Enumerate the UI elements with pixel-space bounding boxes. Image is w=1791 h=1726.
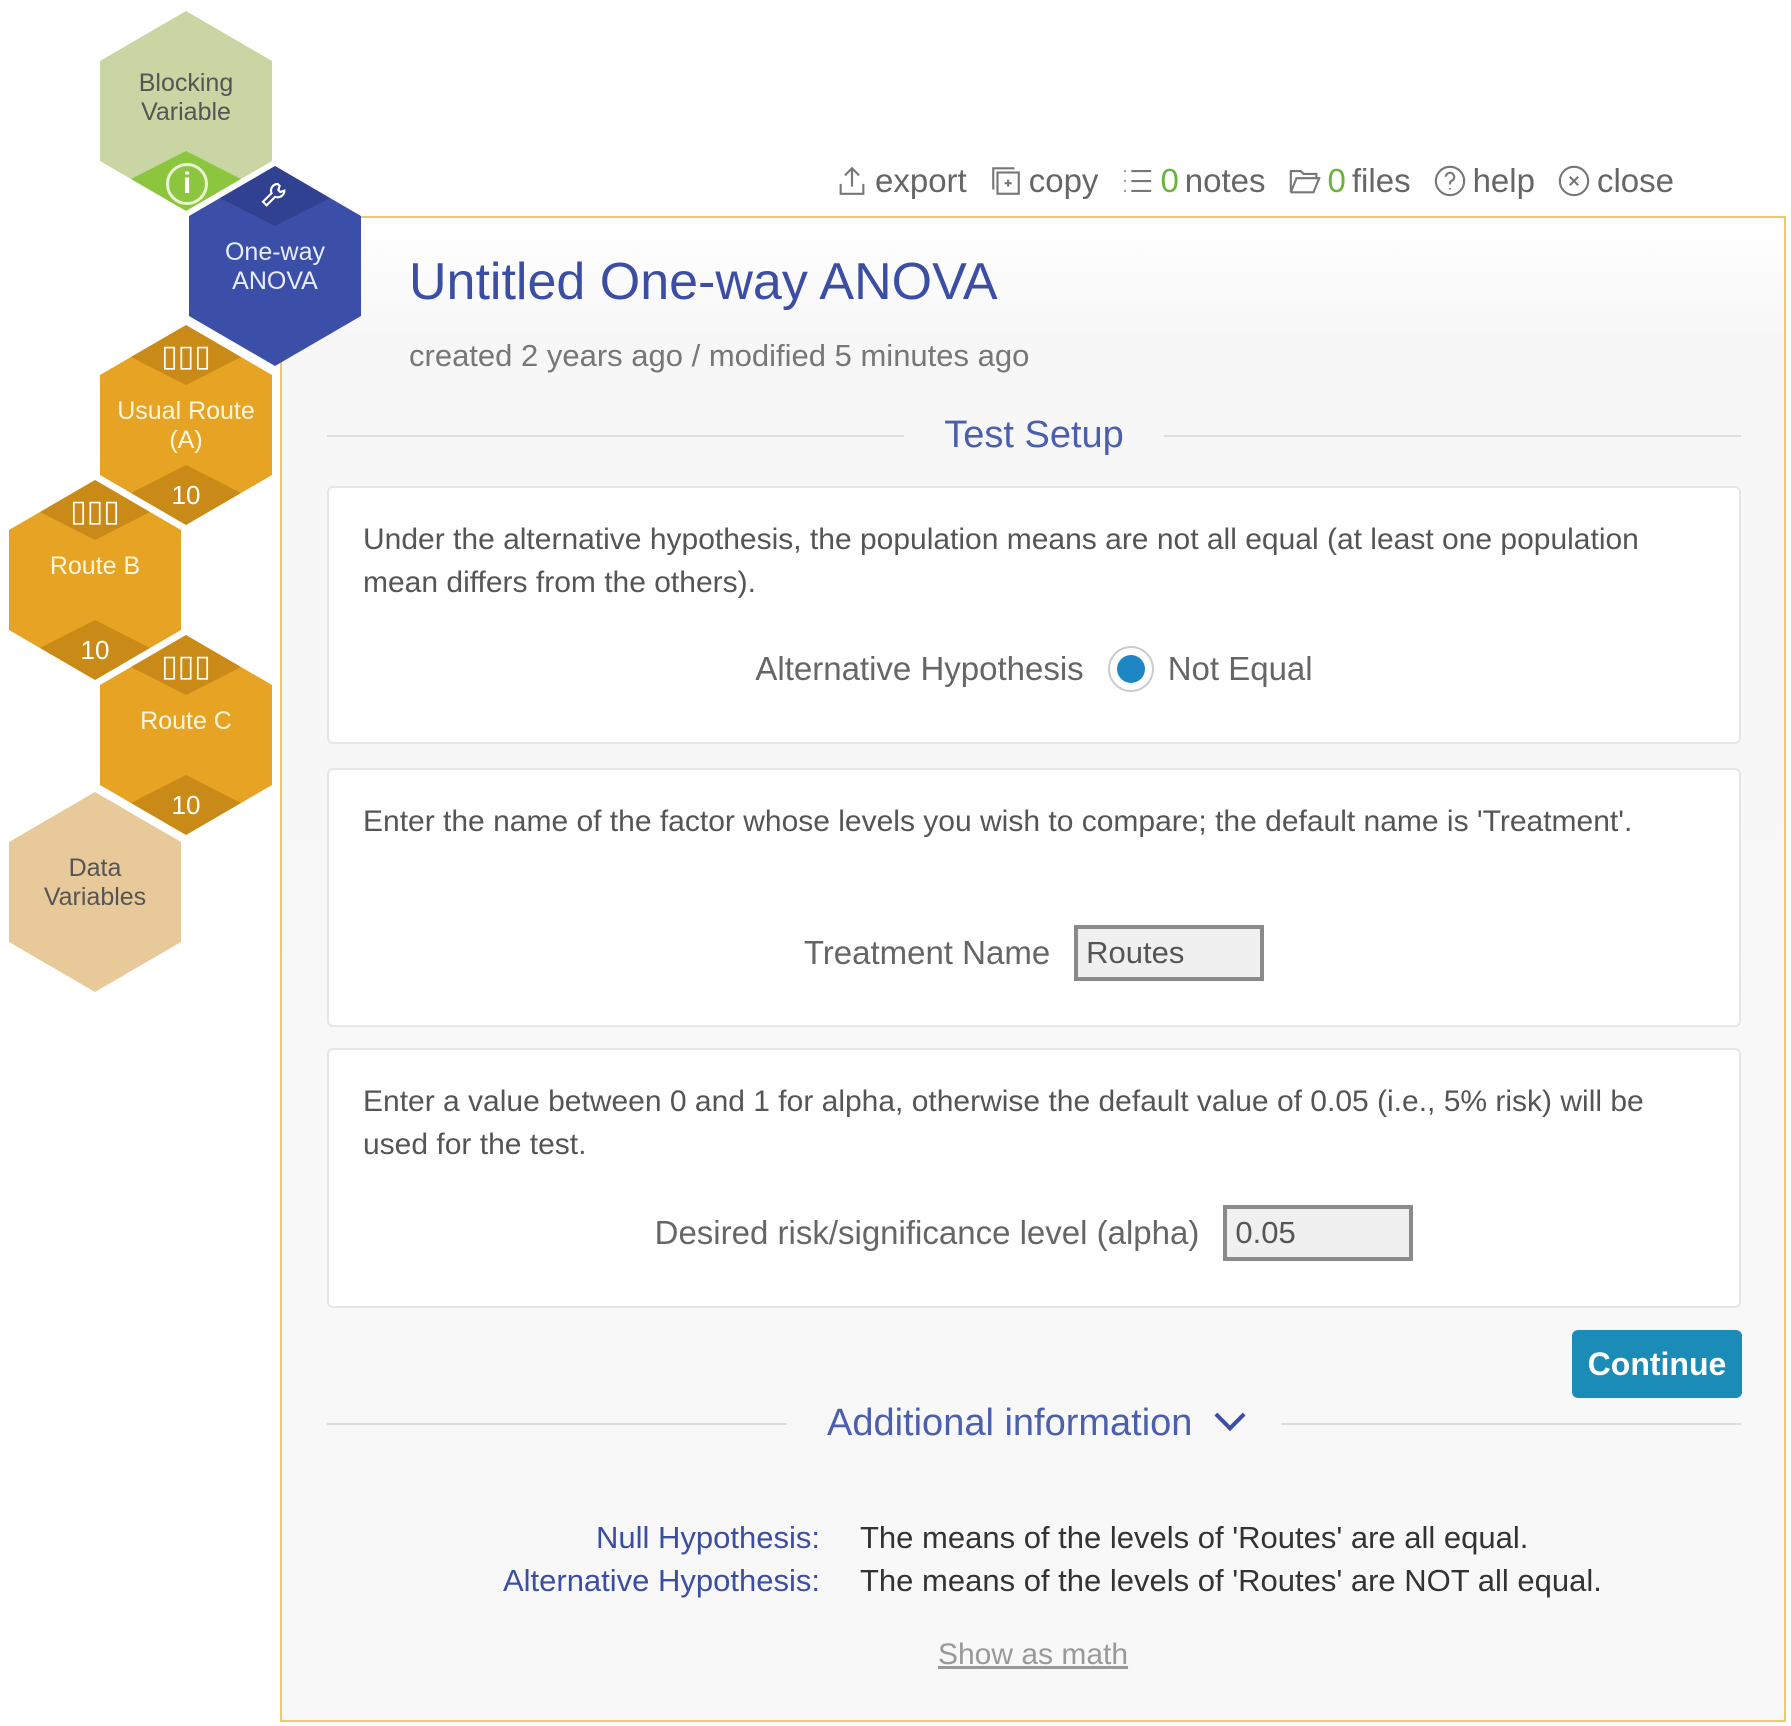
alternative-hypothesis-label: Alternative Hypothesis: (502, 1563, 820, 1598)
not-equal-label[interactable]: Not Equal (1167, 650, 1313, 687)
test-setup-heading: Test Setup (327, 414, 1741, 457)
treatment-name-label: Treatment Name (803, 934, 1051, 971)
close-icon (1558, 165, 1590, 197)
help-button[interactable]: help (1433, 162, 1535, 200)
copy-icon (991, 167, 1020, 195)
info-icon[interactable]: i (166, 163, 208, 205)
nav-usual-route-a[interactable]: ▯▯▯ Usual Route(A) 10 (100, 325, 272, 525)
alternative-hypothesis-label: Alternative Hypothesis (755, 650, 1084, 687)
label: Data (68, 854, 122, 882)
additional-info-toggle[interactable]: Additional information (327, 1399, 1741, 1445)
alpha-input[interactable] (1223, 1205, 1414, 1261)
page-title: Untitled One-way ANOVA (409, 253, 998, 311)
description: Enter the name of the factor whose level… (363, 805, 1633, 838)
page-meta: created 2 years ago / modified 5 minutes… (409, 338, 1030, 373)
show-as-math-link[interactable]: Show as math (937, 1638, 1129, 1671)
treatment-name-box: Enter the name of the factor whose level… (327, 768, 1741, 1027)
help-icon (1434, 165, 1465, 197)
heading-text: Additional information (827, 1402, 1193, 1444)
nav-route-c[interactable]: ▯▯▯ Route C 10 (100, 635, 272, 835)
treatment-name-input[interactable] (1074, 925, 1265, 981)
chevron-down-icon (1214, 1399, 1246, 1432)
heading-text: Test Setup (944, 414, 1124, 456)
label: ANOVA (232, 267, 318, 295)
nav-route-b[interactable]: ▯▯▯ Route B 10 (9, 480, 181, 680)
alpha-label: Desired risk/significance level (alpha) (654, 1214, 1200, 1251)
label: close (1596, 162, 1675, 199)
label: files (1351, 162, 1411, 199)
label: export (875, 162, 967, 199)
list-icon (1124, 170, 1152, 192)
export-icon (839, 166, 865, 195)
label: Usual Route (117, 397, 255, 425)
label: Route B (49, 552, 141, 580)
folder-icon (1289, 170, 1321, 194)
label: Route C (140, 707, 232, 735)
label: help (1472, 162, 1535, 199)
copy-button[interactable]: copy (989, 162, 1099, 200)
files-count: 0 (1327, 162, 1346, 199)
null-hypothesis-label: Null Hypothesis: (596, 1520, 820, 1555)
notes-count: 0 (1160, 162, 1179, 199)
alpha-box: Enter a value between 0 and 1 for alpha,… (327, 1048, 1741, 1308)
label: Variables (43, 883, 147, 911)
null-hypothesis-text: The means of the levels of 'Routes' are … (860, 1520, 1529, 1555)
close-button[interactable]: close (1557, 162, 1674, 200)
label: notes (1184, 162, 1266, 199)
not-equal-radio[interactable] (1107, 646, 1154, 692)
label: One-way (224, 238, 326, 266)
label: Variable (141, 98, 231, 126)
main-panel: Untitled One-way ANOVA created 2 years a… (280, 216, 1786, 1722)
label: Blocking (138, 69, 234, 97)
description: Enter a value between 0 and 1 for alpha,… (363, 1085, 1644, 1161)
label: (A) (169, 426, 203, 454)
export-button[interactable]: export (835, 162, 967, 200)
alternative-hypothesis-box: Under the alternative hypothesis, the po… (327, 486, 1741, 744)
description: Under the alternative hypothesis, the po… (363, 523, 1639, 599)
continue-button[interactable]: Continue (1572, 1330, 1742, 1398)
alternative-hypothesis-text: The means of the levels of 'Routes' are … (860, 1563, 1602, 1598)
label: copy (1028, 162, 1099, 199)
